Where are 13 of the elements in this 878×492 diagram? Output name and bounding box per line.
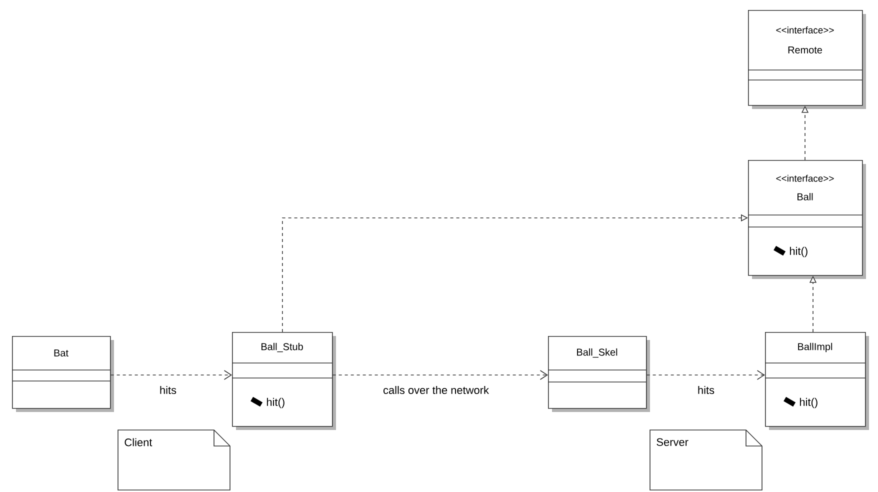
dashed-arrow: [282, 214, 748, 332]
dashed-arrow: [646, 370, 766, 380]
class-box: Ball_Stub hit(): [232, 332, 336, 430]
class-box: <<interface>> Remote: [748, 10, 866, 109]
dashed-arrow: [332, 370, 548, 380]
dashed-arrow: [110, 370, 232, 380]
edge-label: hits: [158, 384, 178, 396]
class-box: Ball_Skel: [548, 336, 650, 412]
class-box: Bat: [12, 336, 114, 412]
class-box: BallImpl hit(): [764, 332, 869, 430]
edge-label: hits: [696, 384, 716, 396]
edge-label: calls over the network: [382, 384, 490, 396]
class-box: <<interface>> Ball hit(): [748, 160, 866, 279]
